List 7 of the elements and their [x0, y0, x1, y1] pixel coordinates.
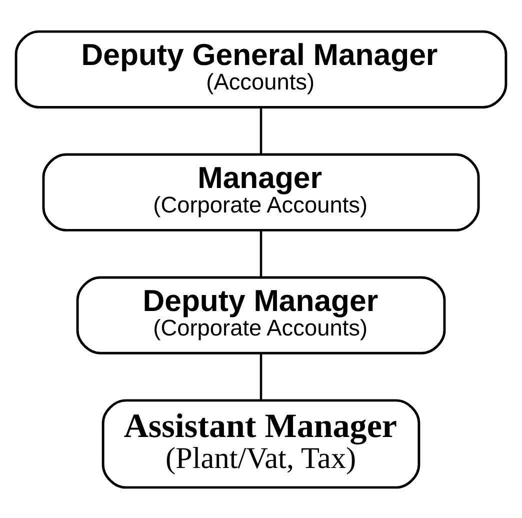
node-box: Deputy General Manager (Accounts): [14, 30, 508, 108]
node-box: Deputy Manager (Corporate Accounts): [76, 276, 446, 354]
node-box: Manager (Corporate Accounts): [42, 152, 480, 231]
connector: [260, 352, 262, 400]
connector: [260, 107, 262, 154]
connector: [260, 230, 262, 277]
node-box: Assistant Manager (Plant/Vat, Tax): [102, 398, 420, 488]
